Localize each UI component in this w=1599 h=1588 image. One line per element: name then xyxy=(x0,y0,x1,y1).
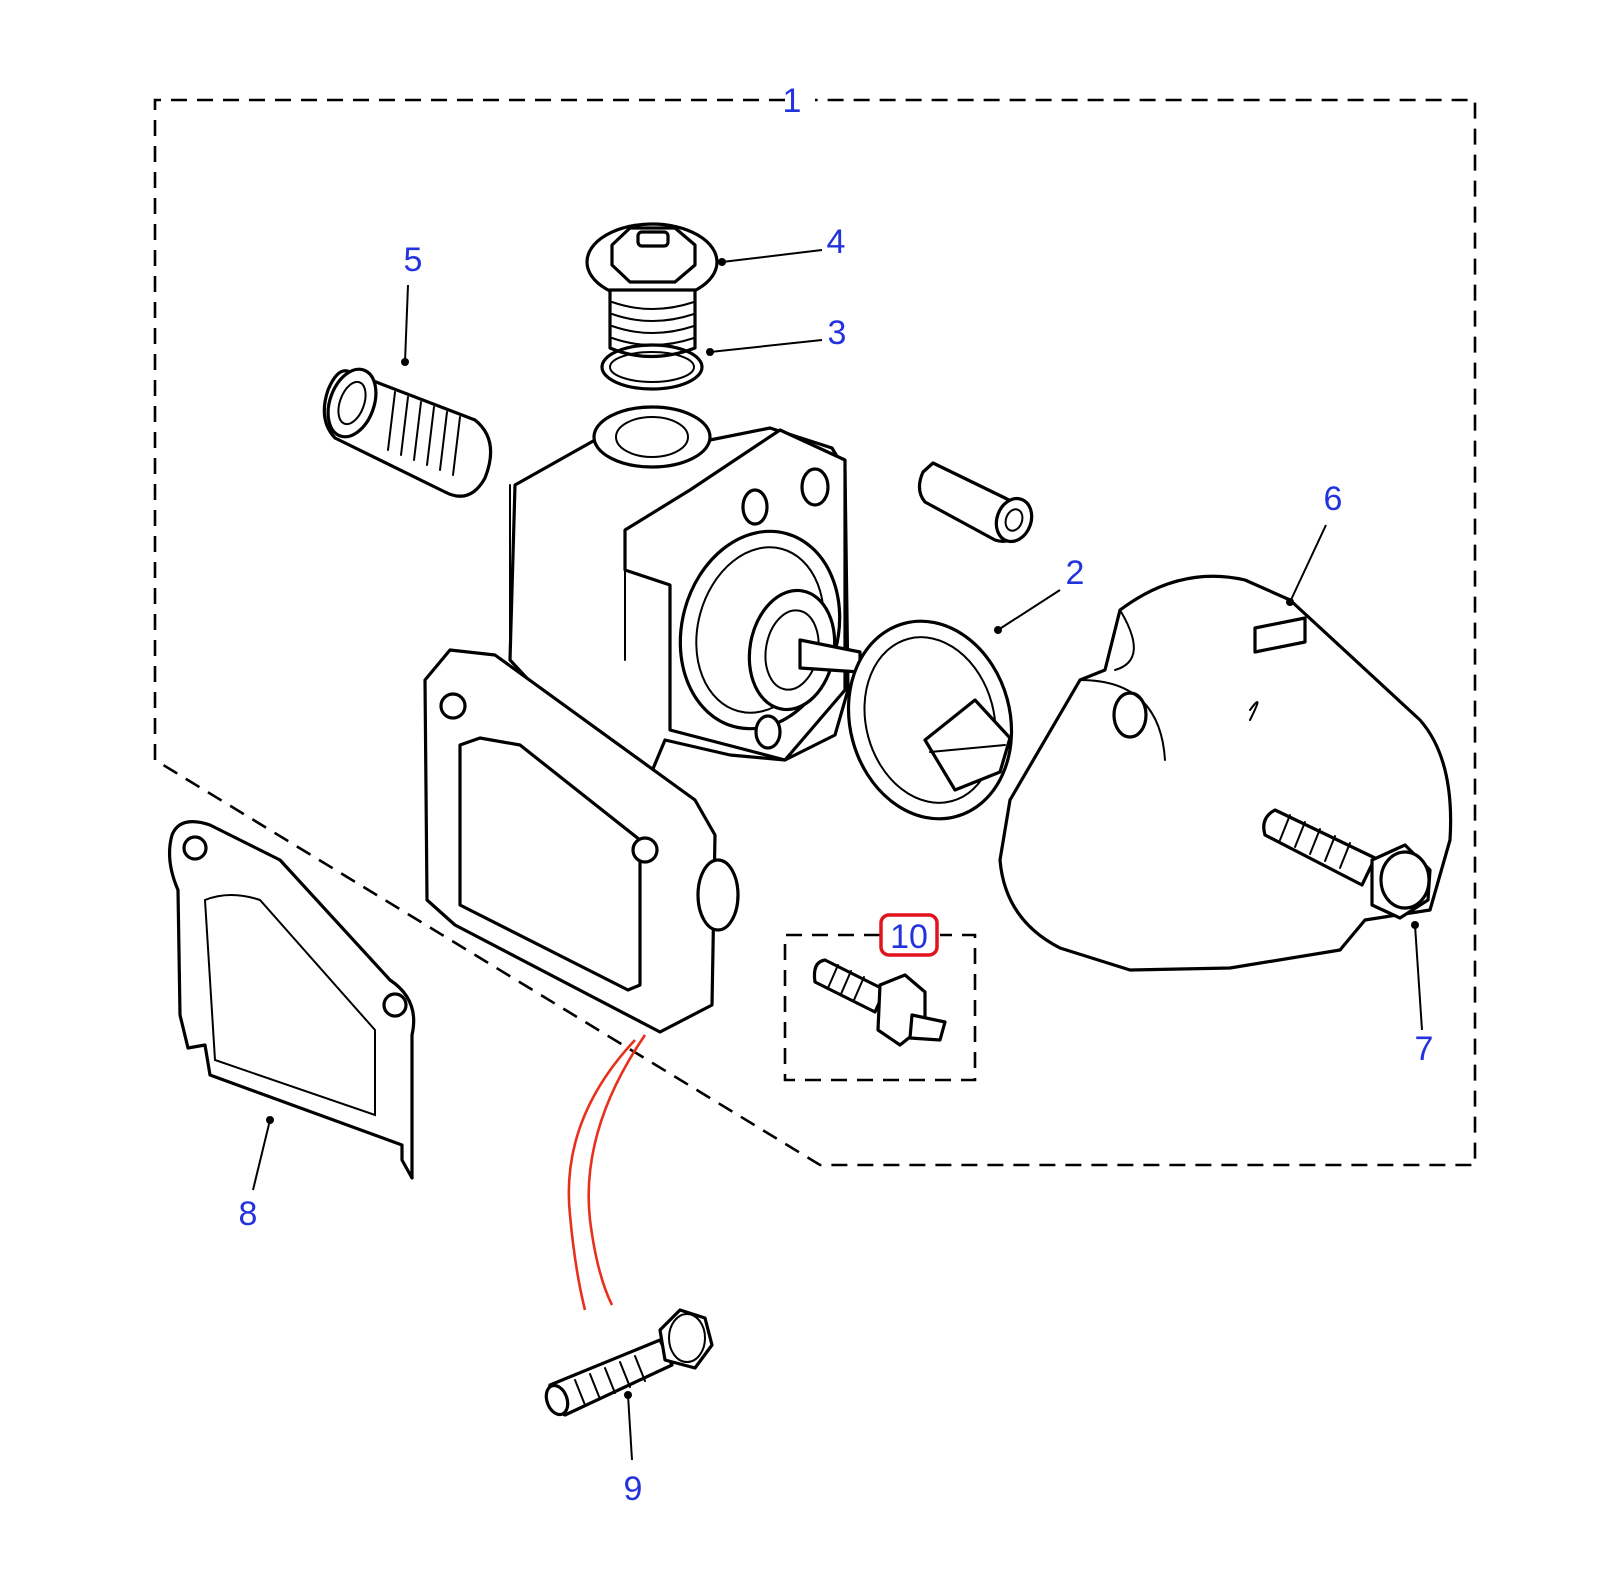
callout-10[interactable]: 10 xyxy=(890,918,928,956)
leader-lines xyxy=(252,249,1423,1461)
elbow-bolt-part xyxy=(1262,808,1432,920)
flange-bolt-part xyxy=(544,1308,714,1417)
callout-6[interactable]: 6 xyxy=(1324,480,1343,518)
thermostat-part xyxy=(747,588,1014,821)
housing-flange-part xyxy=(423,648,740,1034)
callout-labels: 1 2 3 4 5 6 7 8 9 10 xyxy=(239,82,1434,1508)
drain-plug-part xyxy=(585,222,719,359)
callout-3[interactable]: 3 xyxy=(828,314,847,352)
hose-fitting-part xyxy=(322,367,493,498)
assembly-boundary xyxy=(153,98,1477,1167)
callout-10-highlight xyxy=(879,913,939,957)
callout-8[interactable]: 8 xyxy=(239,1195,258,1233)
red-annotation-lines xyxy=(567,1034,647,1311)
callout-7[interactable]: 7 xyxy=(1415,1030,1434,1068)
kit-boundary-10 xyxy=(783,933,977,1082)
gasket-part xyxy=(167,820,416,1180)
callout-2[interactable]: 2 xyxy=(1066,554,1085,592)
callout-1[interactable]: 1 xyxy=(783,82,802,120)
sleeve-part xyxy=(917,461,1034,544)
callout-4[interactable]: 4 xyxy=(827,223,846,261)
callout-5[interactable]: 5 xyxy=(404,241,423,279)
callout-9[interactable]: 9 xyxy=(624,1470,643,1508)
temperature-sensor-part xyxy=(812,958,947,1047)
o-ring-part xyxy=(600,343,704,391)
